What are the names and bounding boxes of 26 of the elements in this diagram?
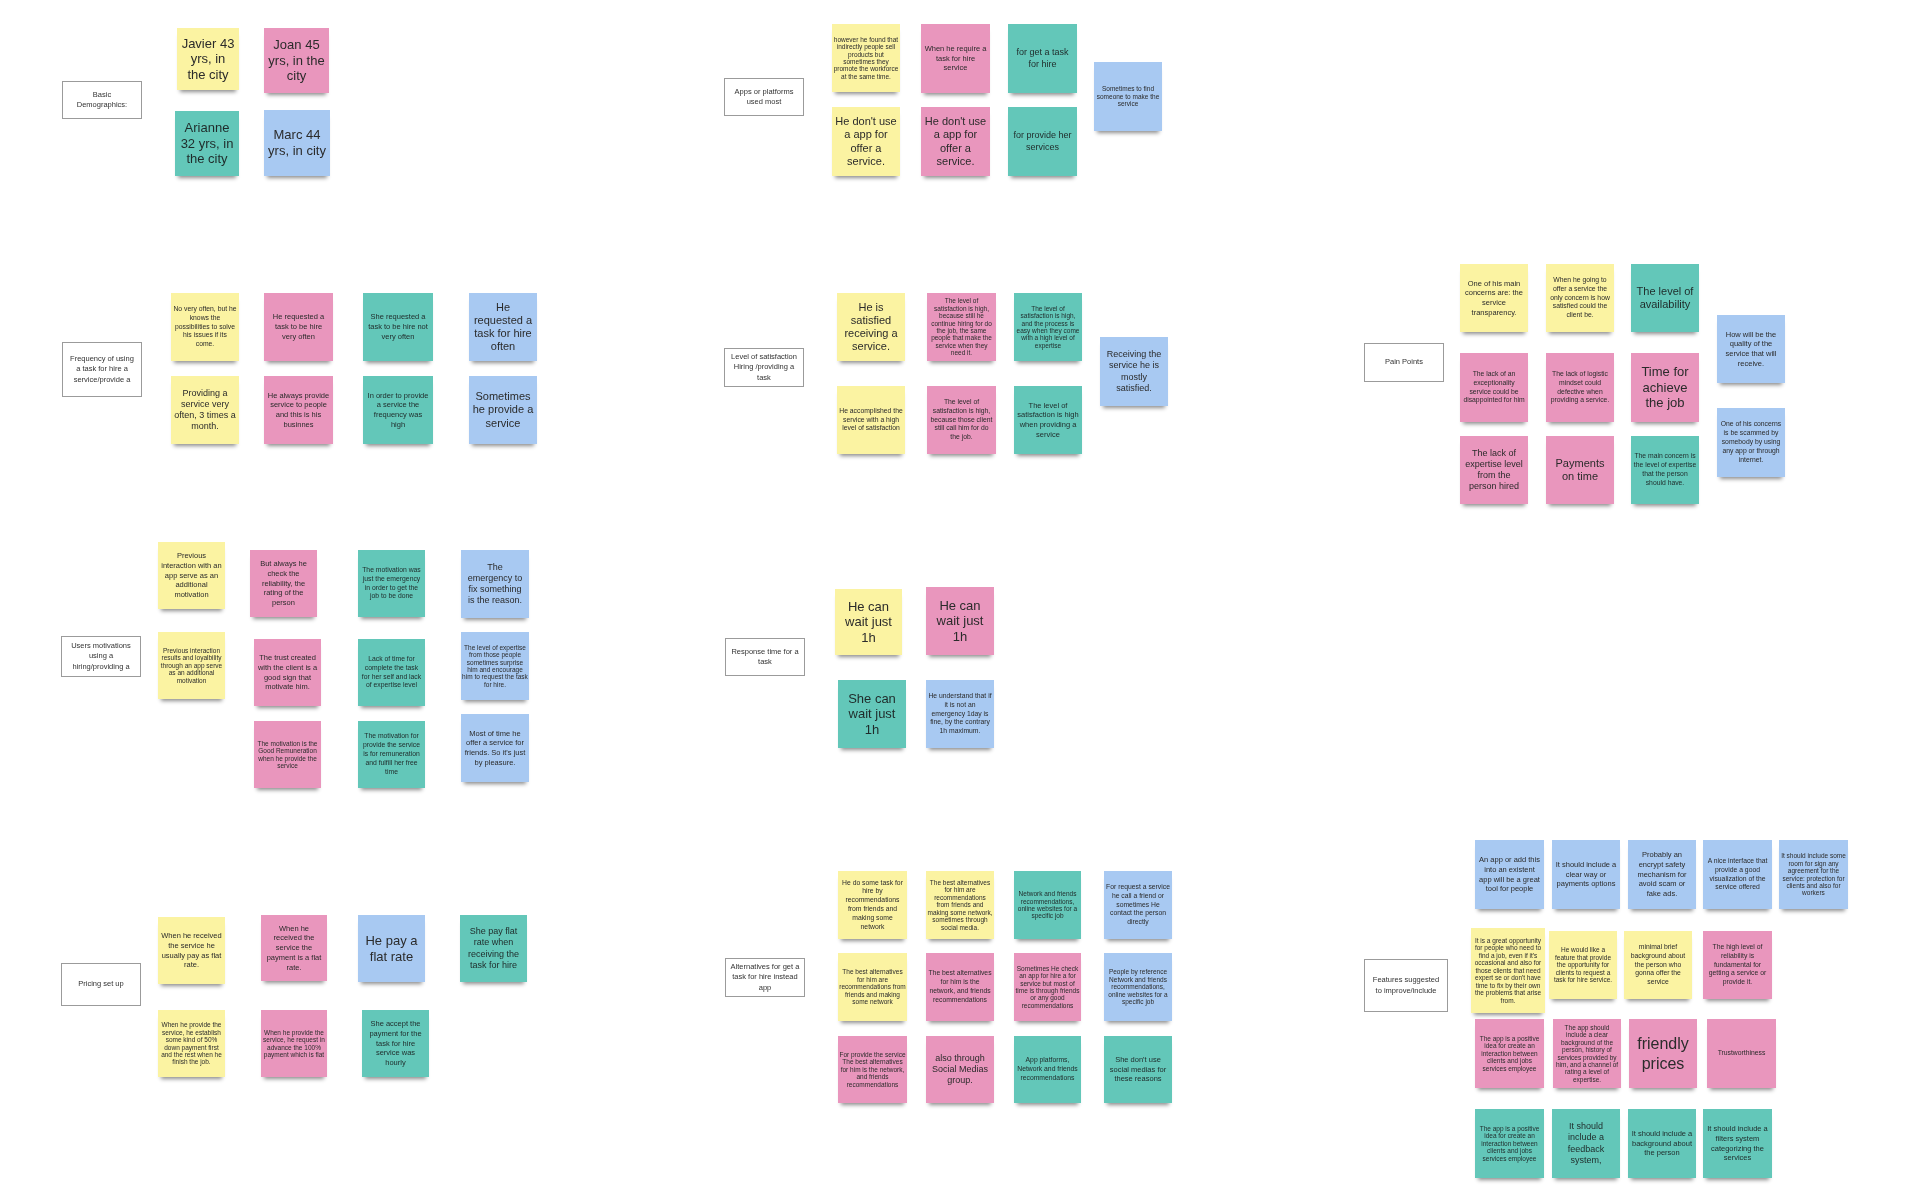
sticky-note: also through Social Medias group. xyxy=(926,1036,994,1103)
sticky-note: Receiving the service he is mostly satisfied. xyxy=(1100,337,1168,406)
sticky-note: She can wait just 1h xyxy=(838,680,906,748)
sticky-note: He don't use a app for offer a service. xyxy=(832,107,900,176)
sticky-note: Sometimes he provide a service xyxy=(469,376,537,444)
sticky-note: He can wait just 1h xyxy=(835,589,902,655)
sticky-note: Arianne 32 yrs, in the city xyxy=(175,111,239,176)
sticky-note: Providing a service very often, 3 times a month. xyxy=(171,376,239,444)
sticky-note: The level of availability xyxy=(1631,264,1699,332)
sticky-note: Time for achieve the job xyxy=(1631,353,1699,422)
sticky-note: The lack of expertise level from the person hired xyxy=(1460,436,1528,504)
sticky-note: Javier 43 yrs, in the city xyxy=(177,28,239,90)
sticky-note: He don't use a app for offer a service. xyxy=(921,107,990,176)
sticky-note: It should include a feedback system, xyxy=(1552,1109,1620,1178)
sticky-note: He requested a task for hire often xyxy=(469,293,537,361)
sticky-note: He can wait just 1h xyxy=(926,587,994,655)
sticky-note: He is satisfied receiving a service. xyxy=(837,293,905,361)
sticky-note: for provide her services xyxy=(1008,107,1077,176)
sticky-note: Marc 44 yrs, in city xyxy=(264,110,330,176)
sticky-note: Payments on time xyxy=(1546,436,1614,504)
sticky-note: Joan 45 yrs, in the city xyxy=(264,28,329,93)
sticky-note: He pay a flat rate xyxy=(358,915,425,982)
sticky-note: for get a task for hire xyxy=(1008,24,1077,93)
sticky-note: friendly prices xyxy=(1629,1019,1697,1088)
sticky-note: The emergency to fix something is the reason. xyxy=(461,550,529,618)
sticky-note: She pay flat rate when receiving the task for hire xyxy=(460,915,527,982)
